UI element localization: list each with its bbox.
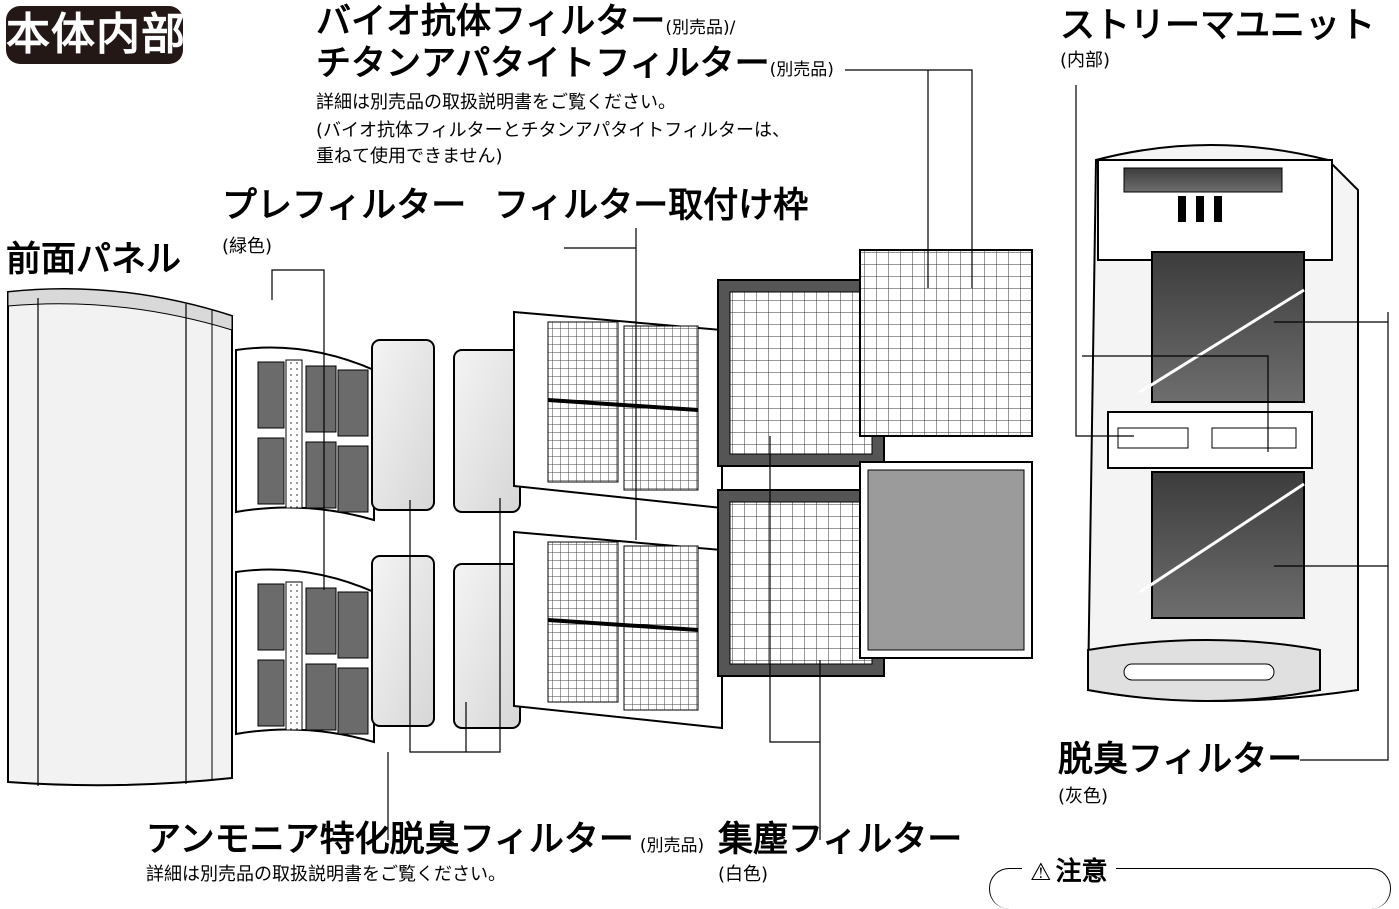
bio-filter-title: バイオ抗体フィルター [316,2,666,42]
titan-filter-suffix: (別売品) [769,60,834,80]
front-panel-title: 前面パネル [6,240,182,280]
pre-filter-drawing [235,346,375,744]
optional-note-1: 詳細は別売品の取扱説明書をご覧ください。 [316,92,676,113]
optional-note-3: 重ねて使用できません) [316,146,503,167]
exploded-parts-diagram [7,69,1389,840]
front-panel-drawing [7,288,233,787]
main-unit-drawing [1086,144,1359,702]
warning-icon: ⚠ [1030,858,1052,886]
streamer-unit-title: ストリーマユニット [1060,6,1376,46]
ammonia-filter-title: アンモニア特化脱臭フィルター [146,820,634,860]
caution-box [989,868,1391,909]
dust-filter-sub: (白色) [718,864,769,885]
pre-filter-sub: (緑色) [222,236,273,257]
ammonia-filter-note: 詳細は別売品の取扱説明書をご覧ください。 [146,864,506,885]
caution-label: ⚠注意 [1022,856,1116,888]
optional-filter-drawing [859,249,1033,659]
pre-filter-title: プレフィルター [222,186,467,226]
leader-lines [271,69,1389,840]
filter-frame-drawing [513,310,723,730]
streamer-unit-sub: (内部) [1060,50,1111,71]
ammonia-filter-label: アンモニア特化脱臭フィルター(別売品) [146,820,704,860]
filter-frame-title: フィルター取付け枠 [494,186,809,226]
optional-note-2: (バイオ抗体フィルターとチタンアパタイトフィルターは、 [316,120,790,141]
ammonia-filter-drawing [371,339,521,729]
caution-text: 注意 [1055,857,1108,887]
deodor-filter-title: 脱臭フィルター [1058,740,1303,780]
deodor-filter-sub: (灰色) [1058,786,1109,807]
section-title: 本体内部 [6,6,185,64]
bio-filter-suffix: (別売品)/ [665,18,736,38]
titan-filter-title: チタンアパタイトフィルター [316,44,770,84]
dust-filter-title: 集塵フィルター [718,820,963,860]
bio-filter-label: バイオ抗体フィルター(別売品)/ [316,2,735,42]
titan-filter-label: チタンアパタイトフィルター(別売品) [316,44,834,84]
ammonia-filter-suffix: (別売品) [639,836,705,856]
